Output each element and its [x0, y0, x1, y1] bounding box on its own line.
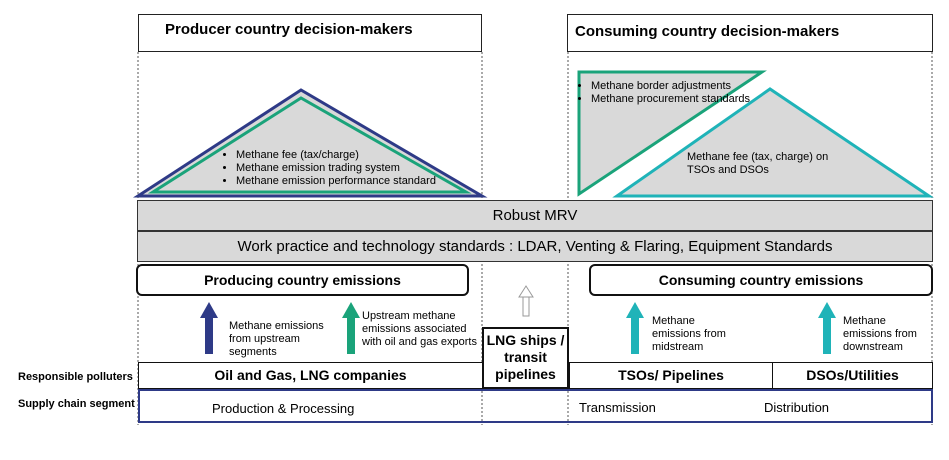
supply-chain-row: Production & Processing Transmission Dis…	[138, 389, 933, 423]
policy-item: Methane emission performance standard	[236, 175, 462, 188]
producer-header-box: Producer country decision-makers	[138, 14, 482, 52]
policy-item: Methane procurement standards	[591, 93, 771, 106]
responsible-polluters-label: Responsible polluters	[18, 371, 133, 383]
supply-chain-label: Supply chain segment	[18, 398, 135, 410]
upstream-label: Methane emissions from upstream segments	[229, 320, 324, 358]
standards-bar: Work practice and technology standards :…	[137, 231, 933, 262]
dsos-cell: DSOs/Utilities	[772, 362, 933, 389]
consumer-header-title: Consuming country decision-makers	[575, 23, 840, 40]
consumer-triangle-left	[577, 70, 767, 197]
downstream-arrow	[818, 302, 836, 354]
policy-item: Methane emission trading system	[236, 162, 462, 175]
midstream-label: Methane emissions from midstream	[652, 315, 726, 353]
lng-box: LNG ships / transit pipelines	[482, 327, 569, 389]
consuming-emissions-box: Consuming country emissions	[589, 264, 933, 296]
upstream-arrow	[200, 302, 218, 354]
midstream-arrow	[626, 302, 644, 354]
lng-arrow	[518, 285, 534, 317]
producer-header-title: Producer country decision-makers	[165, 21, 413, 38]
producer-triangle-outer	[132, 88, 488, 198]
tsos-cell: TSOs/ Pipelines	[569, 362, 773, 389]
downstream-label: Methane emissions from downstream	[843, 315, 917, 353]
policy-item: Methane fee (tax/charge)	[236, 149, 462, 162]
mrv-bar: Robust MRV	[137, 200, 933, 231]
production-text: Production & Processing	[212, 401, 355, 416]
distribution-text: Distribution	[764, 400, 830, 415]
consumer-header-box: Consuming country decision-makers	[567, 14, 933, 52]
producer-policy-list: Methane fee (tax/charge) Methane emissio…	[222, 149, 462, 188]
consumer-triangle-right	[612, 87, 934, 198]
producing-emissions-box: Producing country emissions	[136, 264, 469, 296]
transmission-text: Transmission	[579, 400, 656, 415]
oil-gas-cell: Oil and Gas, LNG companies	[138, 362, 483, 389]
consumer-fee-text: Methane fee (tax, charge) on TSOs and DS…	[687, 151, 829, 176]
producer-triangle-inner	[147, 96, 472, 194]
upstream-oil-gas-arrow	[342, 302, 360, 354]
consumer-policy-list: Methane border adjustments Methane procu…	[581, 80, 771, 106]
upstream-oil-gas-label: Upstream methane emissions associated wi…	[362, 310, 477, 348]
policy-item: Methane border adjustments	[591, 80, 771, 93]
